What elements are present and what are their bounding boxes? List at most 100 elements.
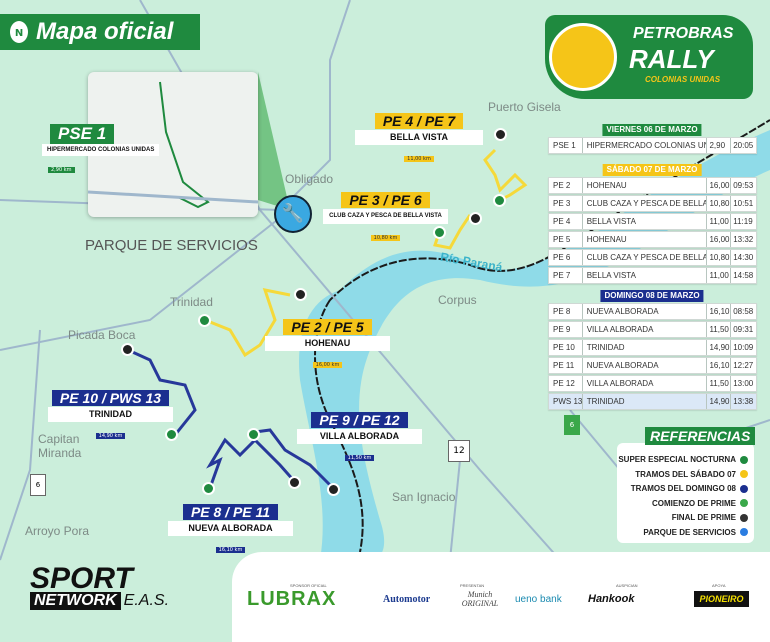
stage-code: PE 7 bbox=[549, 268, 583, 283]
stage-name: CLUB CAZA Y PESCA DE BELLA VISTA bbox=[583, 250, 708, 265]
stage-km: 16,10 bbox=[707, 358, 732, 373]
sponsor-pioneiro[interactable]: PIONEIRO bbox=[694, 591, 749, 607]
sponsor-label: SPONSOR OFICIAL bbox=[290, 583, 327, 588]
finish-marker[interactable] bbox=[327, 483, 340, 496]
route-pe10 bbox=[127, 348, 197, 436]
start-marker[interactable] bbox=[202, 482, 215, 495]
legend-item: SUPER ESPECIAL NOCTURNA bbox=[618, 455, 748, 464]
stage-time: 14:30 bbox=[733, 253, 754, 262]
stage-name: TRINIDAD bbox=[48, 407, 173, 422]
stage-label-pe4-pe7: PE 4 / PE 7 BELLA VISTA 11,00 km bbox=[355, 111, 483, 164]
town-label: Corpus bbox=[438, 293, 477, 307]
stage-name: NUEVA ALBORADA bbox=[583, 304, 708, 319]
town-label: Obligado bbox=[285, 172, 334, 186]
stage-name: NUEVA ALBORADA bbox=[583, 358, 708, 373]
town-label: Arroyo Pora bbox=[25, 524, 90, 538]
legend-dot-icon bbox=[740, 455, 748, 464]
stage-time: 11:19 bbox=[733, 217, 753, 226]
stage-distance: 14,90 km bbox=[95, 433, 126, 439]
stage-km: 11,00 bbox=[707, 214, 732, 229]
stage-time: 14:58 bbox=[733, 271, 754, 280]
legend-dot-icon bbox=[740, 484, 748, 493]
stage-time: 09:31 bbox=[733, 325, 754, 334]
stage-km: 11,50 bbox=[707, 376, 732, 391]
start-marker[interactable] bbox=[433, 226, 446, 239]
logo-event: RALLY bbox=[629, 44, 714, 74]
stage-km: 11,00 bbox=[707, 268, 732, 283]
service-park-marker[interactable]: 🔧 bbox=[274, 195, 312, 233]
sponsor-munich[interactable]: Munich ORIGINAL bbox=[461, 590, 499, 608]
stage-label-pe2-pe5: PE 2 / PE 5 HOHENAU 16,00 km bbox=[265, 317, 390, 370]
stage-name: BELLA VISTA bbox=[355, 130, 483, 145]
stage-code: PE 4 bbox=[549, 214, 583, 229]
finish-marker[interactable] bbox=[294, 288, 307, 301]
route-pe4-pe7 bbox=[483, 148, 528, 202]
stage-code: PE 9 bbox=[549, 322, 583, 337]
stage-km: 14,90 bbox=[707, 394, 732, 409]
start-marker[interactable] bbox=[247, 428, 260, 441]
stage-code: PE 2 bbox=[549, 178, 583, 193]
stage-km: 16,00 bbox=[707, 178, 732, 193]
schedule-day-header: SÁBADO 07 DE MARZO bbox=[602, 164, 702, 176]
stage-code: PE 3 bbox=[549, 196, 583, 211]
stage-distance: 2,90 km bbox=[48, 167, 75, 173]
sponsor-lubrax[interactable]: LUBRAX bbox=[247, 588, 337, 610]
stage-km: 16,00 bbox=[707, 232, 732, 247]
stage-code: PE 8 / PE 11 bbox=[182, 504, 279, 520]
stage-name: BELLA VISTA bbox=[583, 214, 708, 229]
stage-code: PSE 1 bbox=[549, 138, 583, 153]
stage-name: NUEVA ALBORADA bbox=[168, 521, 293, 536]
sportnetwork-logo: SPORT NETWORK E.A.S. bbox=[30, 562, 169, 610]
stage-time: 12:27 bbox=[733, 361, 754, 370]
town-label: Puerto Gisela bbox=[488, 100, 561, 114]
stage-name: TRINIDAD bbox=[583, 394, 708, 409]
town-label: Picada Boca bbox=[68, 328, 136, 342]
legend-dot-icon bbox=[740, 528, 748, 536]
stage-time: 13:38 bbox=[733, 397, 754, 406]
legend-panel bbox=[617, 443, 754, 543]
stage-name: CLUB CAZA Y PESCA DE BELLA VISTA bbox=[583, 196, 708, 211]
start-marker[interactable] bbox=[198, 314, 211, 327]
town-label: San Ignacio bbox=[392, 490, 456, 504]
zoom-callout bbox=[258, 72, 290, 210]
sponsor-hankook[interactable]: Hankook bbox=[588, 593, 635, 605]
legend-dot-icon bbox=[740, 499, 748, 507]
legend-item: TRAMOS DEL DOMINGO 08 bbox=[631, 484, 748, 493]
legend-title: REFERENCIAS bbox=[645, 427, 756, 445]
stage-time: 10:51 bbox=[733, 199, 754, 208]
finish-marker[interactable] bbox=[121, 343, 134, 356]
stage-code: PE 4 / PE 7 bbox=[374, 113, 464, 129]
finish-marker[interactable] bbox=[288, 476, 301, 489]
inset-route bbox=[87, 81, 259, 209]
sponsor-label: PRESENTAN bbox=[460, 583, 485, 588]
stage-km: 2,90 bbox=[707, 138, 732, 153]
start-marker[interactable] bbox=[493, 194, 506, 207]
stage-name: HOHENAU bbox=[583, 178, 708, 193]
legend-item: PARQUE DE SERVICIOS bbox=[643, 528, 748, 537]
finish-marker[interactable] bbox=[469, 212, 482, 225]
sponsor-label: APOYA bbox=[712, 583, 726, 588]
legend-dot-icon bbox=[740, 470, 748, 478]
route-pe9 bbox=[254, 428, 337, 492]
stage-code: PE 6 bbox=[549, 250, 583, 265]
finish-marker[interactable] bbox=[494, 128, 507, 141]
sponsor-ueno[interactable]: ueno bank bbox=[515, 594, 562, 605]
stage-name: TRINIDAD bbox=[583, 340, 708, 355]
brand-line1: SPORT bbox=[30, 562, 133, 595]
stage-km: 11,50 bbox=[707, 322, 732, 337]
stage-time: 13:32 bbox=[733, 235, 754, 244]
road bbox=[0, 329, 41, 561]
logo-subtitle: COLONIAS UNIDAS bbox=[645, 75, 721, 84]
start-marker[interactable] bbox=[165, 428, 178, 441]
legend-label: COMIENZO DE PRIME bbox=[651, 498, 736, 508]
sponsor-automotor[interactable]: Automotor bbox=[383, 594, 431, 605]
stage-name: CLUB CAZA Y PESCA DE BELLA VISTA bbox=[323, 209, 448, 224]
brand-line2: NETWORK bbox=[30, 592, 121, 610]
stage-time: 09:53 bbox=[733, 181, 754, 190]
stage-distance: 10,80 km bbox=[370, 235, 401, 241]
service-park-label: PARQUE DE SERVICIOS bbox=[85, 237, 258, 254]
